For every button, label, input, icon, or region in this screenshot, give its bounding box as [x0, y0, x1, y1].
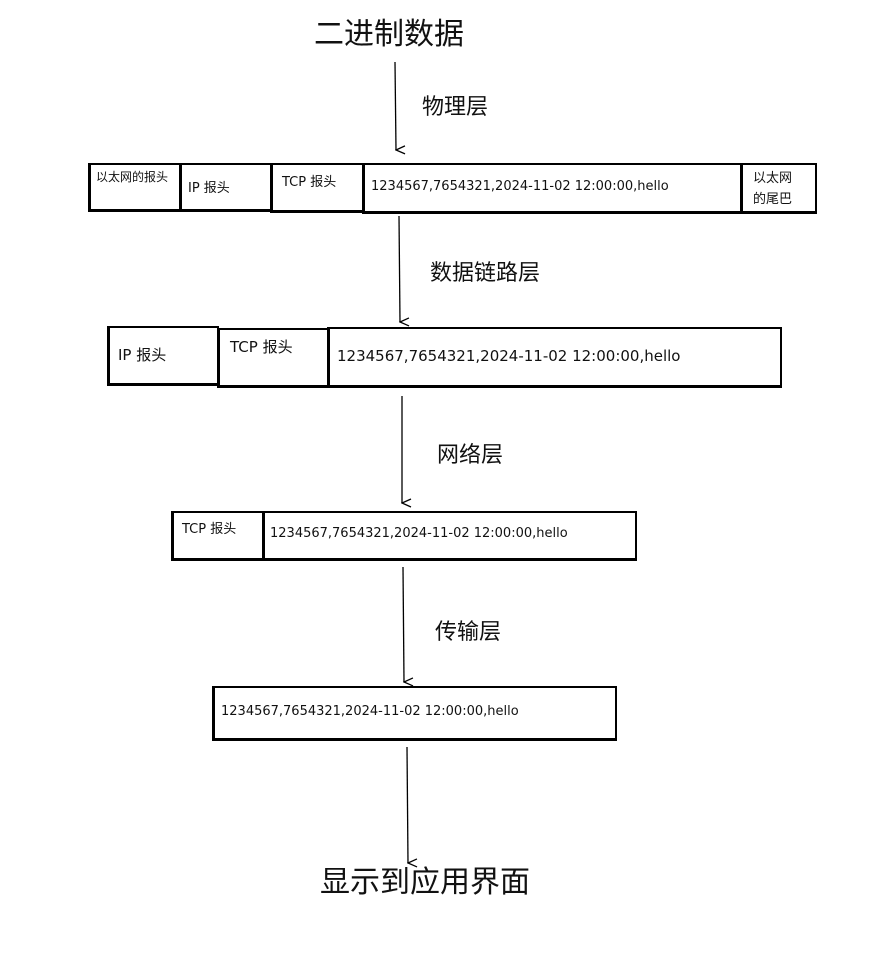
- eth-tail-box: 以太网 的尾巴: [740, 163, 817, 214]
- title-display-to-app: 显示到应用界面: [320, 865, 530, 900]
- payload-text-row2: 1234567,7654321,2024-11-02 12:00:00,hell…: [337, 347, 681, 365]
- payload-text-row4: 1234567,7654321,2024-11-02 12:00:00,hell…: [221, 704, 519, 719]
- label-datalink-layer: 数据链路层: [430, 261, 541, 286]
- tcp-header-label-row1: TCP 报头: [282, 175, 337, 190]
- payload-box-row1: 1234567,7654321,2024-11-02 12:00:00,hell…: [362, 163, 742, 214]
- payload-text-row1: 1234567,7654321,2024-11-02 12:00:00,hell…: [371, 179, 669, 194]
- arrow-to-application: [406, 746, 408, 863]
- arrow-to-datalink-frame: [398, 215, 400, 322]
- ip-header-box-row2: IP 报头: [107, 326, 219, 386]
- tcp-header-label-row3: TCP 报头: [182, 522, 237, 537]
- tcp-header-box-row2: TCP 报头: [217, 328, 329, 388]
- eth-header-box: 以太网的报头: [88, 163, 181, 212]
- ip-header-label-row2: IP 报头: [118, 346, 167, 364]
- tcp-header-box-row1: TCP 报头: [270, 163, 364, 213]
- label-transport-layer: 传输层: [435, 620, 502, 645]
- ip-header-label-row1: IP 报头: [188, 181, 230, 196]
- tcp-header-box-row3: TCP 报头: [171, 511, 264, 561]
- eth-tail-label-line2: 的尾巴: [753, 192, 793, 208]
- tcp-header-label-row2: TCP 报头: [230, 338, 293, 356]
- payload-box-row3: 1234567,7654321,2024-11-02 12:00:00,hell…: [262, 511, 637, 561]
- arrow-to-physical-frame: [394, 61, 396, 150]
- arrow-to-transport-segment: [402, 566, 404, 682]
- eth-header-label: 以太网的报头: [96, 170, 169, 184]
- label-physical-layer: 物理层: [422, 95, 489, 120]
- label-network-layer: 网络层: [437, 443, 504, 468]
- eth-tail-label-line1: 以太网: [753, 171, 793, 186]
- payload-text-row3: 1234567,7654321,2024-11-02 12:00:00,hell…: [270, 526, 568, 541]
- ip-header-box-row1: IP 报头: [179, 163, 272, 212]
- payload-box-row2: 1234567,7654321,2024-11-02 12:00:00,hell…: [327, 327, 782, 388]
- title-binary-data: 二进制数据: [314, 17, 464, 52]
- payload-box-row4: 1234567,7654321,2024-11-02 12:00:00,hell…: [212, 686, 617, 741]
